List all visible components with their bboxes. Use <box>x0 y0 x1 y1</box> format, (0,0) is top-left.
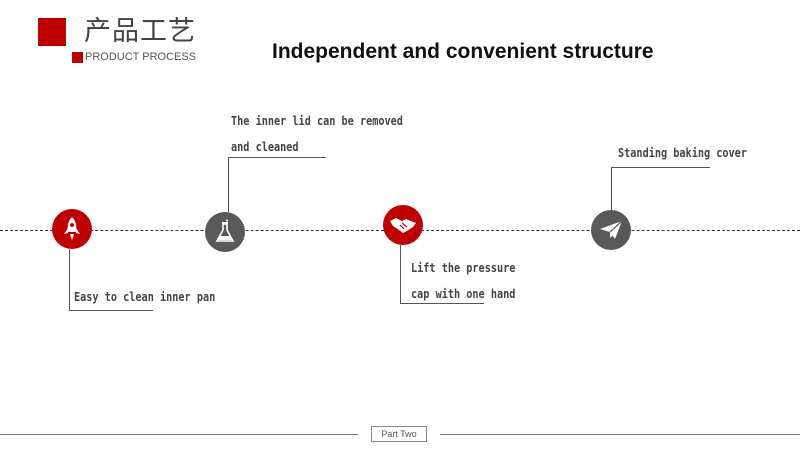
callout-underline-3 <box>400 303 484 304</box>
callout-line: and cleaned <box>231 140 299 154</box>
callout-connector-4 <box>611 167 612 210</box>
handshake-icon <box>390 218 416 233</box>
section-title: 产品工艺 <box>84 16 196 47</box>
callout-text-3: Lift the pressure cap with one hand <box>411 255 515 307</box>
header-accent-small-square <box>72 52 83 63</box>
footer-part-tag: Part Two <box>371 426 427 442</box>
callout-connector-1 <box>69 249 70 310</box>
rocket-icon <box>64 217 80 240</box>
timeline-node-4 <box>591 210 631 250</box>
footer-rule-right <box>440 434 800 435</box>
callout-connector-3 <box>400 245 401 303</box>
flask-icon <box>215 219 235 242</box>
callout-line: Easy to clean inner pan <box>74 290 216 304</box>
callout-connector-2 <box>228 157 229 212</box>
callout-text-2: The inner lid can be removed and cleaned <box>231 108 403 160</box>
timeline-node-2 <box>205 212 245 252</box>
callout-text-4: Standing baking cover <box>618 140 747 166</box>
callout-line: Standing baking cover <box>618 146 747 160</box>
header-accent-square <box>38 18 66 46</box>
paper-plane-icon <box>600 220 623 239</box>
footer-rule-left <box>0 434 358 435</box>
callout-underline-4 <box>611 167 710 168</box>
timeline-node-1 <box>52 209 92 249</box>
timeline-node-3 <box>383 205 423 245</box>
callout-line: The inner lid can be removed <box>231 114 403 128</box>
slide-title: Independent and convenient structure <box>272 40 654 63</box>
callout-underline-1 <box>69 310 153 311</box>
callout-line: Lift the pressure <box>411 261 516 275</box>
callout-underline-2 <box>228 157 326 158</box>
callout-text-1: Easy to clean inner pan <box>74 284 215 310</box>
callout-line: cap with one hand <box>411 287 516 301</box>
section-subtitle: PRODUCT PROCESS <box>85 51 197 63</box>
